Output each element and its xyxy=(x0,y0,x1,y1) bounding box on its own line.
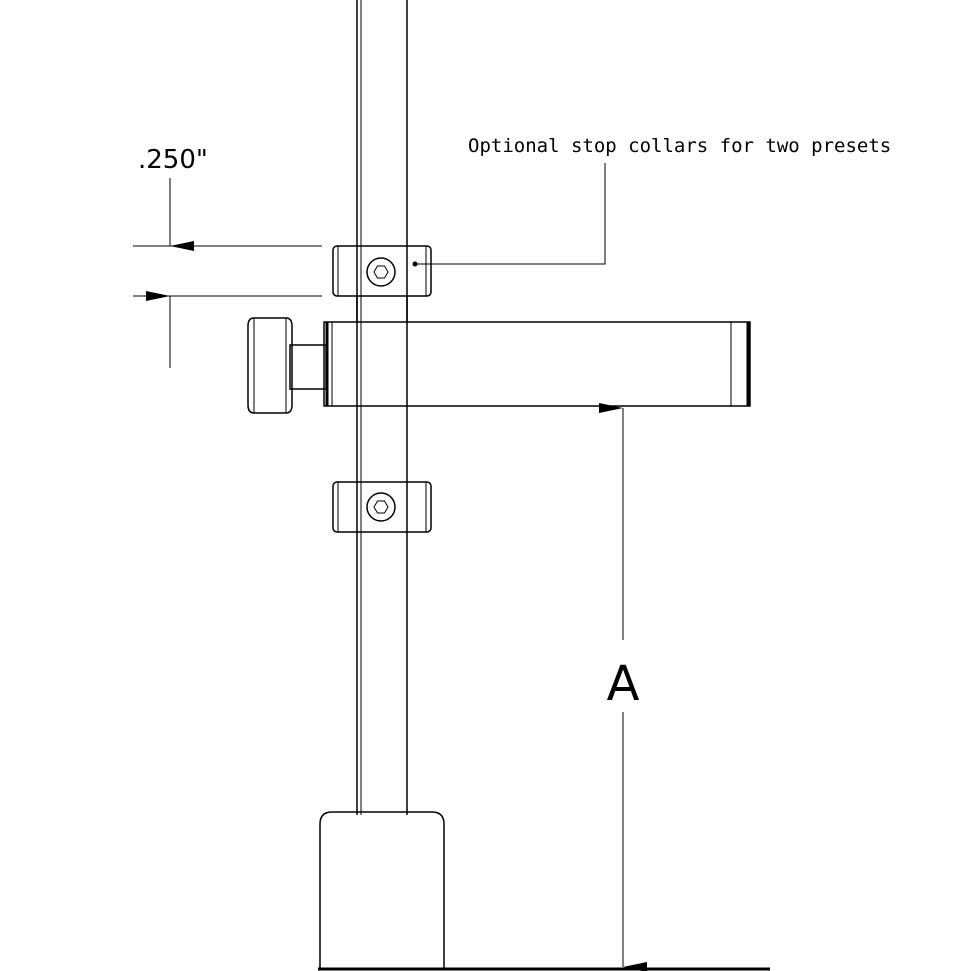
horizontal-arm xyxy=(323,321,751,407)
vertical-post xyxy=(356,0,408,815)
lower-stop-collar xyxy=(332,481,432,533)
upper-stop-collar xyxy=(332,245,432,297)
base-block xyxy=(319,811,445,969)
callout-label: Optional stop collars for two presets xyxy=(468,135,891,157)
post-gap-segment xyxy=(356,296,408,322)
gap-dimension xyxy=(133,178,322,368)
gap-dimension-label: .250" xyxy=(138,145,208,175)
locking-knob xyxy=(247,317,327,414)
callout-leader xyxy=(415,163,606,265)
height-dimension-label: A xyxy=(607,656,640,712)
